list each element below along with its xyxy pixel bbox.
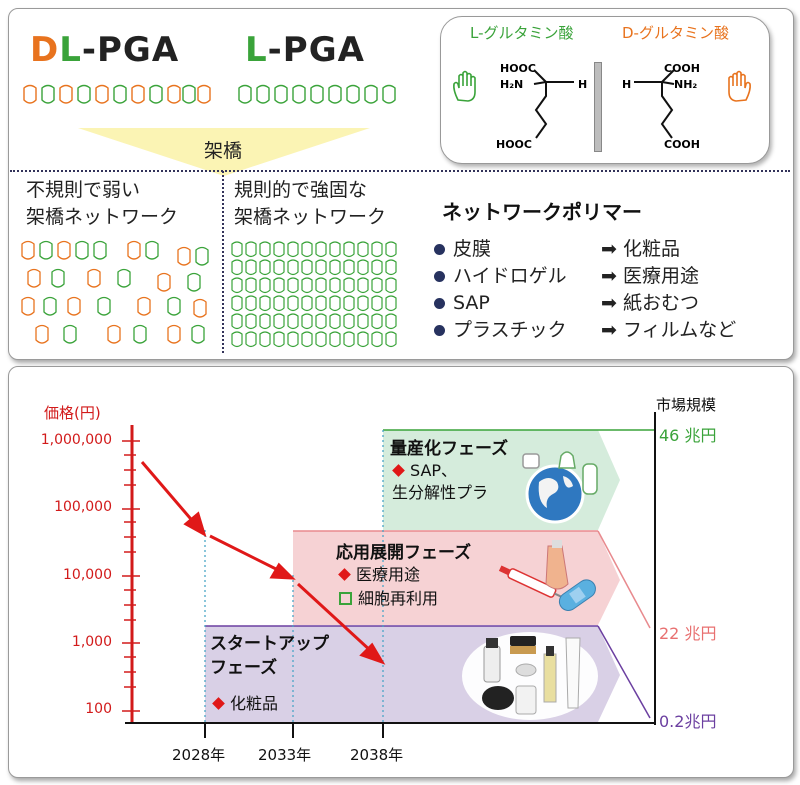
d-bottom-group: COOH — [664, 138, 700, 151]
bullet-icon — [434, 244, 445, 255]
diamond-icon — [212, 697, 225, 710]
price-axis-label: 価格(円) — [44, 404, 101, 422]
d-hydrogen: H — [622, 78, 632, 91]
y-tick-label: 10,000 — [63, 567, 112, 583]
square-icon — [339, 592, 352, 605]
applied-band — [293, 531, 620, 625]
top-divider-horizontal — [10, 170, 790, 172]
network-polymer-title: ネットワークポリマー — [442, 200, 642, 224]
top-divider-vertical — [222, 171, 224, 353]
arrow-right-icon: ➡ — [601, 238, 623, 260]
irregular-network-illustration — [21, 240, 209, 344]
regular-network-desc: 規則的で強固な架橋ネットワーク — [234, 179, 387, 228]
mirror-bar — [594, 62, 602, 152]
network-uses-list: 皮膜➡ 化粧品 ハイドロゲル➡ 医療用途 SAP➡ 紙おむつ プラスチック➡ フ… — [434, 234, 736, 342]
d-glutamic-label: D-グルタミン酸 — [622, 24, 729, 42]
startup-phase-title: スタートアップフェーズ — [210, 634, 329, 678]
mass-production-title: 量産化フェーズ — [390, 439, 509, 459]
irregular-network-desc: 不規則で弱い架橋ネットワーク — [26, 179, 179, 228]
glutamic-acid-structure-box — [440, 16, 770, 164]
d-bond-lines — [634, 69, 675, 139]
market-value-startup: 0.2兆円 — [659, 712, 717, 731]
y-tick-label: 100,000 — [54, 499, 112, 515]
dl-hand-chain-illustration — [23, 84, 211, 104]
hand-right-icon — [728, 70, 751, 102]
applied-phase-items: 医療用途 細胞再利用 — [338, 563, 438, 611]
globe-products-illustration — [522, 451, 598, 524]
list-item: ハイドロゲル➡ 医療用途 — [434, 261, 736, 288]
list-item: SAP➡ 紙おむつ — [434, 288, 736, 315]
y-tick-label: 1,000,000 — [40, 432, 112, 448]
x-tick-label: 2038年 — [350, 746, 404, 764]
x-tick-label: 2028年 — [172, 746, 226, 764]
startup-phase-items: 化粧品 — [212, 690, 278, 714]
dl-pga-title: DL-PGA — [30, 30, 180, 70]
hand-left-icon — [453, 70, 476, 102]
bullet-icon — [434, 325, 445, 336]
list-item: 皮膜➡ 化粧品 — [434, 234, 736, 261]
l-bond-lines — [533, 69, 574, 139]
l-pga-title: L-PGA — [245, 30, 365, 70]
d-amine-group: NH₂ — [674, 78, 698, 91]
list-item: プラスチック➡ フィルムなど — [434, 315, 736, 342]
arrow-right-icon: ➡ — [601, 265, 623, 287]
arrow-right-icon: ➡ — [601, 292, 623, 314]
l-amine-group: H₂N — [500, 78, 524, 91]
diamond-icon — [338, 568, 351, 581]
mass-production-items: SAP、 生分解性プラ — [392, 461, 489, 502]
l-top-group: HOOC — [500, 62, 536, 75]
bullet-icon — [434, 271, 445, 282]
bullet-icon — [434, 298, 445, 309]
crosslink-arrow — [78, 128, 370, 176]
l-glutamic-label: L-グルタミン酸 — [470, 24, 574, 42]
market-value-applied: 22 兆円 — [659, 624, 717, 643]
x-tick-label: 2033年 — [258, 746, 312, 764]
regular-network-illustration — [231, 241, 397, 348]
market-axis-label: 市場規模 — [656, 396, 717, 414]
l-bottom-group: HOOC — [496, 138, 532, 151]
crosslink-label: 架橋 — [203, 140, 242, 162]
medical-items-illustration — [498, 540, 596, 611]
applied-phase-title: 応用展開フェーズ — [336, 543, 472, 563]
l-hand-chain-illustration — [238, 84, 396, 104]
y-tick-label: 1,000 — [71, 634, 112, 650]
cosmetics-illustration — [462, 632, 598, 720]
diamond-icon — [392, 464, 405, 477]
y-tick-label: 100 — [85, 701, 112, 717]
market-value-mass: 46 兆円 — [659, 426, 717, 445]
l-hydrogen: H — [578, 78, 588, 91]
arrow-right-icon: ➡ — [601, 319, 623, 341]
